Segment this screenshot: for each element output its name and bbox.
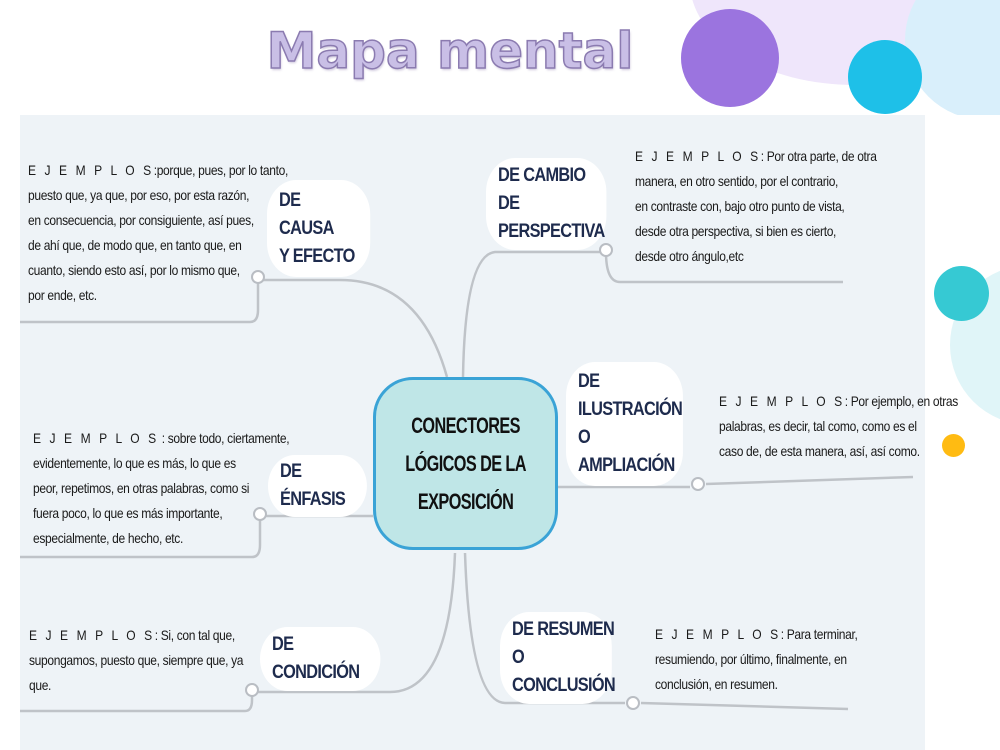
branch-label-line: PERSPECTIVA xyxy=(498,221,605,242)
examples-label: E J E M P L O S xyxy=(635,148,761,164)
page-title: Mapa mental xyxy=(266,21,634,81)
branch-label-line: CONCLUSIÓN xyxy=(512,675,616,696)
examples-label: E J E M P L O S xyxy=(28,162,154,178)
branch-label-line: ILUSTRACIÓN O xyxy=(578,399,683,448)
branch-node-ilustracion-ampliacion[interactable]: DE ILUSTRACIÓN O AMPLIACIÓN xyxy=(566,362,683,486)
examples-enfasis: E J E M P L O S : sobre todo, ciertament… xyxy=(33,430,290,546)
central-topic-node[interactable]: CONECTORES LÓGICOS DE LA EXPOSICIÓN xyxy=(373,377,558,550)
branch-label-line: DE ÉNFASIS xyxy=(280,461,346,510)
decorative-teal-circle xyxy=(934,266,989,321)
decorative-cyan-circle xyxy=(848,40,922,114)
examples-label: E J E M P L O S xyxy=(719,393,845,409)
examples-condicion: E J E M P L O S: Si, con tal que, supong… xyxy=(29,627,244,693)
branch-node-resumen-conclusion[interactable]: DE RESUMEN O CONCLUSIÓN xyxy=(500,612,616,704)
branch-label-line: AMPLIACIÓN xyxy=(578,455,675,476)
decorative-light-cyan-band xyxy=(925,115,1000,750)
branch-label-line: Y EFECTO xyxy=(279,245,355,267)
examples-cambio-perspectiva: E J E M P L O S: Por otra parte, de otra… xyxy=(635,148,877,264)
branch-label-line: DE CAUSA xyxy=(279,189,334,239)
branch-label-line: DE xyxy=(578,371,600,392)
branch-node-enfasis[interactable]: DE ÉNFASIS xyxy=(268,455,367,517)
examples-label: E J E M P L O S xyxy=(33,430,159,446)
branch-label-line: DE CAMBIO DE xyxy=(498,165,586,214)
branch-node-cambio-perspectiva[interactable]: DE CAMBIO DE PERSPECTIVA xyxy=(486,158,607,250)
central-topic-line-1: CONECTORES xyxy=(411,412,520,438)
branch-label-line: DE RESUMEN O xyxy=(512,619,615,668)
examples-resumen-conclusion: E J E M P L O S: Para terminar, resumien… xyxy=(655,626,858,692)
branch-label-line: DE CONDICIÓN xyxy=(272,634,360,683)
decorative-yellow-dot xyxy=(942,434,965,457)
central-topic-line-2: LÓGICOS DE LA xyxy=(405,450,526,476)
branch-node-causa-efecto[interactable]: DE CAUSA Y EFECTO xyxy=(267,180,371,277)
examples-label: E J E M P L O S xyxy=(655,626,781,642)
branch-node-condicion[interactable]: DE CONDICIÓN xyxy=(260,627,381,691)
examples-label: E J E M P L O S xyxy=(29,627,155,643)
examples-causa-efecto: E J E M P L O S:porque, pues, por lo tan… xyxy=(28,162,288,303)
central-topic-line-3: EXPOSICIÓN xyxy=(417,488,514,514)
decorative-purple-circle xyxy=(681,9,779,107)
examples-ilustracion-ampliacion: E J E M P L O S: Por ejemplo, en otras p… xyxy=(719,393,958,459)
decorative-light-blue-arc xyxy=(905,0,1000,120)
